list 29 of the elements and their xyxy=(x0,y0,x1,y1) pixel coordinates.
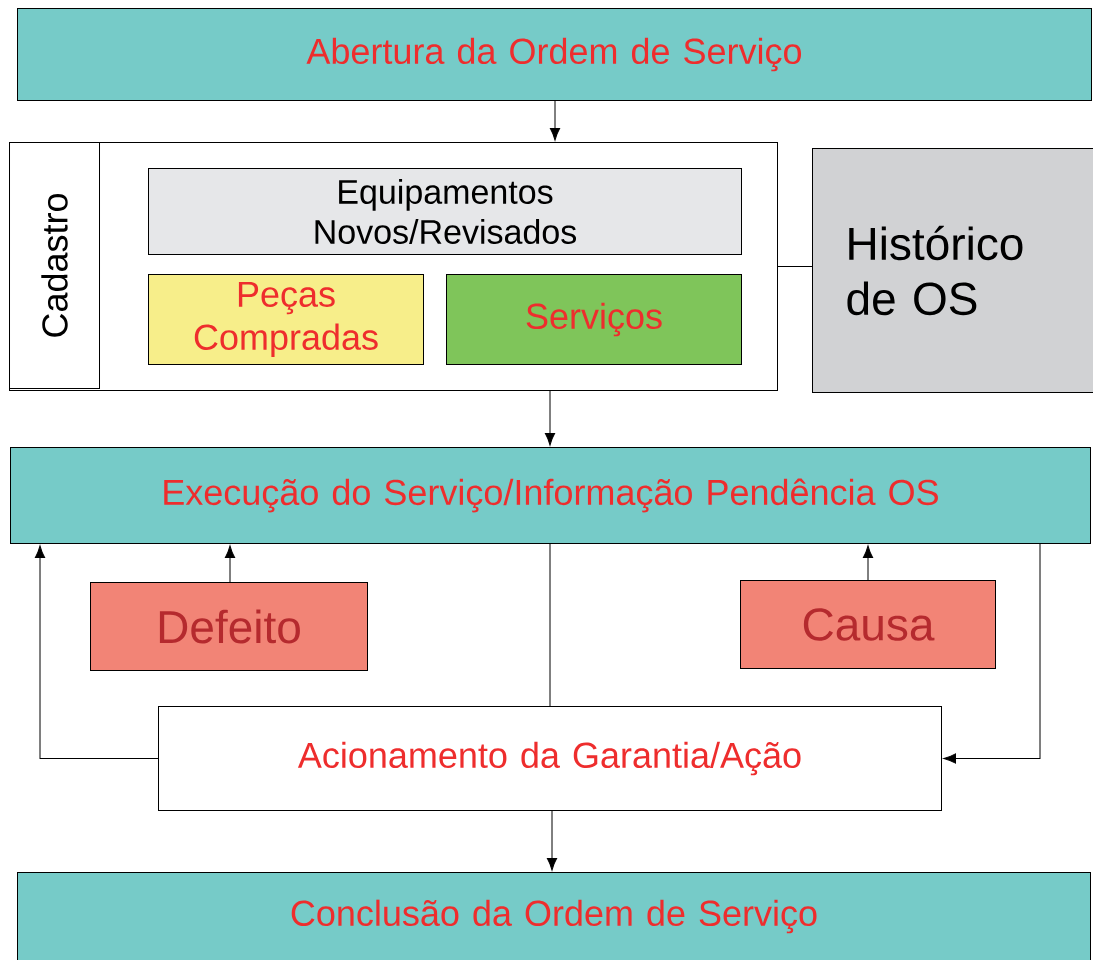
history-box xyxy=(812,148,1093,393)
arrow xyxy=(34,545,159,759)
node-text: Serviços xyxy=(526,302,662,337)
process-box xyxy=(446,274,742,365)
arrow xyxy=(549,100,561,141)
process-box xyxy=(740,580,996,669)
node-text: Causa xyxy=(803,608,935,641)
arrow xyxy=(224,545,236,583)
node-text: Conclusão da Ordem de Serviço xyxy=(291,899,817,934)
process-box xyxy=(90,582,368,671)
node-text: Histórico de OS xyxy=(847,225,1023,316)
arrow xyxy=(546,810,558,871)
process-box xyxy=(148,274,424,365)
arrow xyxy=(862,545,874,581)
process-box xyxy=(158,706,942,811)
node-text: Defeito xyxy=(159,609,300,644)
arrow xyxy=(943,543,1041,764)
node-text: Abertura da Ordem de Serviço xyxy=(306,37,802,72)
node-text: Execução do Serviço/Informação Pendência OS xyxy=(164,478,938,513)
process-box xyxy=(17,872,1091,960)
process-box xyxy=(148,168,742,255)
node-text: Peças Compradas xyxy=(194,281,378,358)
node-text: Acionamento da Garantia/Ação xyxy=(297,741,801,776)
node-text: Equipamentos Novos/Revisados xyxy=(315,179,576,244)
process-box xyxy=(17,8,1092,101)
process-box xyxy=(10,447,1091,544)
node-text: Cadastro xyxy=(41,194,68,337)
label-box xyxy=(9,142,100,389)
arrow xyxy=(544,390,556,446)
